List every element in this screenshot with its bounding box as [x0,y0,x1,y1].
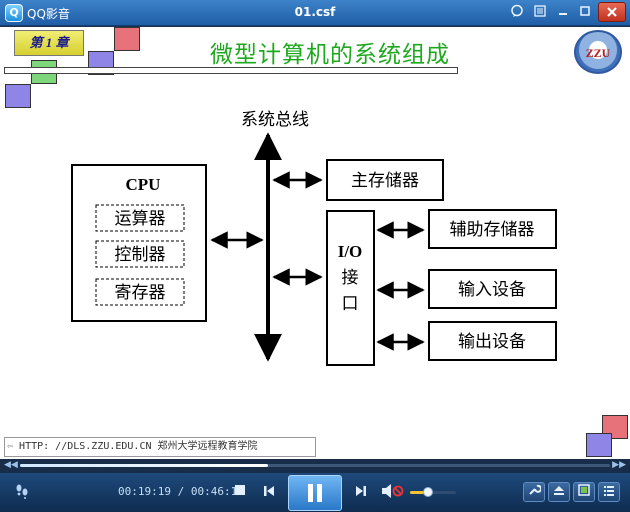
time-total: 00:46:19 [190,485,244,498]
io-label-2: 接 [342,268,359,287]
cpu-part-box-control [95,240,185,268]
main-memory-label: 主存储器 [351,171,419,190]
app-name: QQ影音 [27,7,70,21]
io-label-3: 口 [342,294,359,313]
volume-knob[interactable] [423,487,434,497]
volume-fill [410,491,429,494]
previous-icon[interactable] [260,484,278,500]
university-emblem-icon: ZZU [574,30,622,74]
cpu-part-box-alu [95,204,185,232]
cpu-part-alu: 运算器 [115,209,166,228]
io-interface-box [326,210,375,366]
fast-forward-icon[interactable]: ▶▶ [612,460,626,470]
cpu-part-register: 寄存器 [115,283,166,302]
video-slide[interactable]: 第 1 章 微型计算机的系统组成 ZZU 系统总线 CPU 运算器 控制器 寄存… [0,27,630,459]
time-current: 00:19:19 [118,485,171,498]
next-icon[interactable] [352,484,370,500]
chat-icon[interactable] [508,4,526,22]
playlist-icon[interactable] [598,482,620,502]
seek-bar[interactable] [20,464,610,467]
maximize-icon[interactable] [576,4,594,22]
stop-icon[interactable] [232,484,248,500]
settings-wrench-icon[interactable] [523,482,545,502]
input-device-box [428,269,557,309]
system-diagram: 系统总线 CPU 运算器 控制器 寄存器 主存储器 I/O 接 口 辅助存储器 … [71,110,557,366]
main-memory-box [326,159,444,201]
footprint-icon[interactable] [14,483,30,503]
footer-url: ⇦ HTTP: //DLS.ZZU.EDU.CN 郑州大学远程教育学院 [4,437,316,457]
chapter-badge: 第 1 章 [14,30,84,56]
title-underline [4,67,458,74]
time-separator: / [170,485,191,498]
back-arrow-icon: ⇦ [7,441,20,452]
eject-icon[interactable] [548,482,570,502]
list-icon[interactable] [531,4,549,22]
slide-title: 微型计算机的系统组成 [210,42,450,68]
rewind-icon[interactable]: ◀◀ [4,460,18,470]
cpu-part-box-register [95,278,185,306]
progress-area: ◀◀ ▶▶ [0,459,630,473]
cpu-label: CPU [126,175,161,194]
aux-storage-box [428,209,557,249]
decor-square-pink [114,27,140,51]
output-device-label: 输出设备 [458,332,526,351]
seek-bar-fill [20,464,268,467]
cpu-part-control: 控制器 [115,245,166,264]
title-bar: Q QQ影音 01.csf [0,0,630,26]
decor-square-purple-2 [5,84,31,108]
close-icon[interactable] [598,2,626,22]
io-label: I/O [338,242,363,261]
control-bar: 00:19:19 / 00:46:19 [0,473,630,512]
decor-square-purple-3 [586,433,612,457]
qq-player-logo-icon: Q [5,4,23,22]
window-title: 01.csf [294,5,336,19]
mute-icon[interactable] [381,483,405,501]
screenshot-icon[interactable] [573,482,595,502]
output-device-box [428,321,557,361]
volume-slider[interactable] [410,487,456,497]
footer-url-text: HTTP: //DLS.ZZU.EDU.CN 郑州大学远程教育学院 [19,441,258,452]
input-device-label: 输入设备 [458,280,526,299]
pause-button[interactable] [288,475,342,511]
bus-label: 系统总线 [241,110,309,129]
aux-storage-label: 辅助存储器 [450,220,535,239]
time-display: 00:19:19 / 00:46:19 [118,485,244,498]
minimize-icon[interactable] [554,4,572,22]
